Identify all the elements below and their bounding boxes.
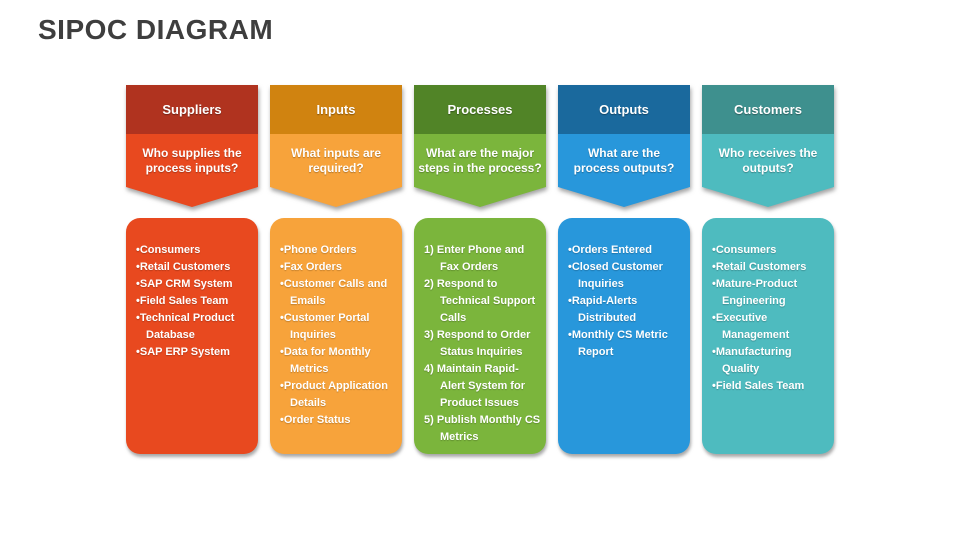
list-item: Retail Customers <box>712 259 830 276</box>
list-item: Customer Calls and Emails <box>280 276 398 310</box>
suppliers-banner: Suppliers Who supplies the process input… <box>126 85 258 207</box>
list-item: Phone Orders <box>280 242 398 259</box>
list-item: SAP ERP System <box>136 344 254 361</box>
outputs-card: Orders Entered Closed Customer Inquiries… <box>558 218 690 454</box>
customers-banner: Customers Who receives the outputs? <box>702 85 834 207</box>
list-item: Field Sales Team <box>136 293 254 310</box>
outputs-banner: Outputs What are the process outputs? <box>558 85 690 207</box>
processes-banner: Processes What are the major steps in th… <box>414 85 546 207</box>
inputs-question: What inputs are required? <box>270 134 402 207</box>
list-item: Orders Entered <box>568 242 686 259</box>
list-item: Field Sales Team <box>712 378 830 395</box>
list-item: Fax Orders <box>280 259 398 276</box>
list-item: Data for Monthly Metrics <box>280 344 398 378</box>
outputs-question: What are the process outputs? <box>558 134 690 207</box>
list-item: Consumers <box>712 242 830 259</box>
sipoc-columns: Suppliers Who supplies the process input… <box>126 85 834 454</box>
customers-card: Consumers Retail Customers Mature-Produc… <box>702 218 834 454</box>
list-item: Publish Monthly CS Metrics <box>436 414 541 443</box>
list-item: Technical Product Database <box>136 310 254 344</box>
list-item: Executive Management <box>712 310 830 344</box>
list-item: Respond to Order Status Inquiries <box>436 329 531 358</box>
customers-header: Customers <box>702 85 834 134</box>
processes-card: Enter Phone and Fax Orders Respond to Te… <box>414 218 546 454</box>
customers-question: Who receives the outputs? <box>702 134 834 207</box>
list-item: Retail Customers <box>136 259 254 276</box>
suppliers-card: Consumers Retail Customers SAP CRM Syste… <box>126 218 258 454</box>
inputs-banner: Inputs What inputs are required? <box>270 85 402 207</box>
suppliers-header: Suppliers <box>126 85 258 134</box>
list-item: Product Application Details <box>280 378 398 412</box>
list-item: Consumers <box>136 242 254 259</box>
inputs-card: Phone Orders Fax Orders Customer Calls a… <box>270 218 402 454</box>
list-item: Manufacturing Quality <box>712 344 830 378</box>
list-item: Order Status <box>280 412 398 429</box>
column-processes: Processes What are the major steps in th… <box>414 85 546 454</box>
column-outputs: Outputs What are the process outputs? Or… <box>558 85 690 454</box>
page-title: SIPOC DIAGRAM <box>38 14 274 45</box>
column-suppliers: Suppliers Who supplies the process input… <box>126 85 258 454</box>
list-item: Enter Phone and Fax Orders <box>436 244 525 273</box>
processes-question: What are the major steps in the process? <box>414 134 546 207</box>
processes-header: Processes <box>414 85 546 134</box>
outputs-header: Outputs <box>558 85 690 134</box>
list-item: Mature-Product Engineering <box>712 276 830 310</box>
list-item: SAP CRM System <box>136 276 254 293</box>
list-item: Monthly CS Metric Report <box>568 327 686 361</box>
list-item: Maintain Rapid-Alert System for Product … <box>436 363 525 409</box>
list-item: Rapid-Alerts Distributed <box>568 293 686 327</box>
list-item: Closed Customer Inquiries <box>568 259 686 293</box>
suppliers-question: Who supplies the process inputs? <box>126 134 258 207</box>
column-customers: Customers Who receives the outputs? Cons… <box>702 85 834 454</box>
inputs-header: Inputs <box>270 85 402 134</box>
list-item: Respond to Technical Support Calls <box>436 278 536 324</box>
list-item: Customer Portal Inquiries <box>280 310 398 344</box>
column-inputs: Inputs What inputs are required? Phone O… <box>270 85 402 454</box>
